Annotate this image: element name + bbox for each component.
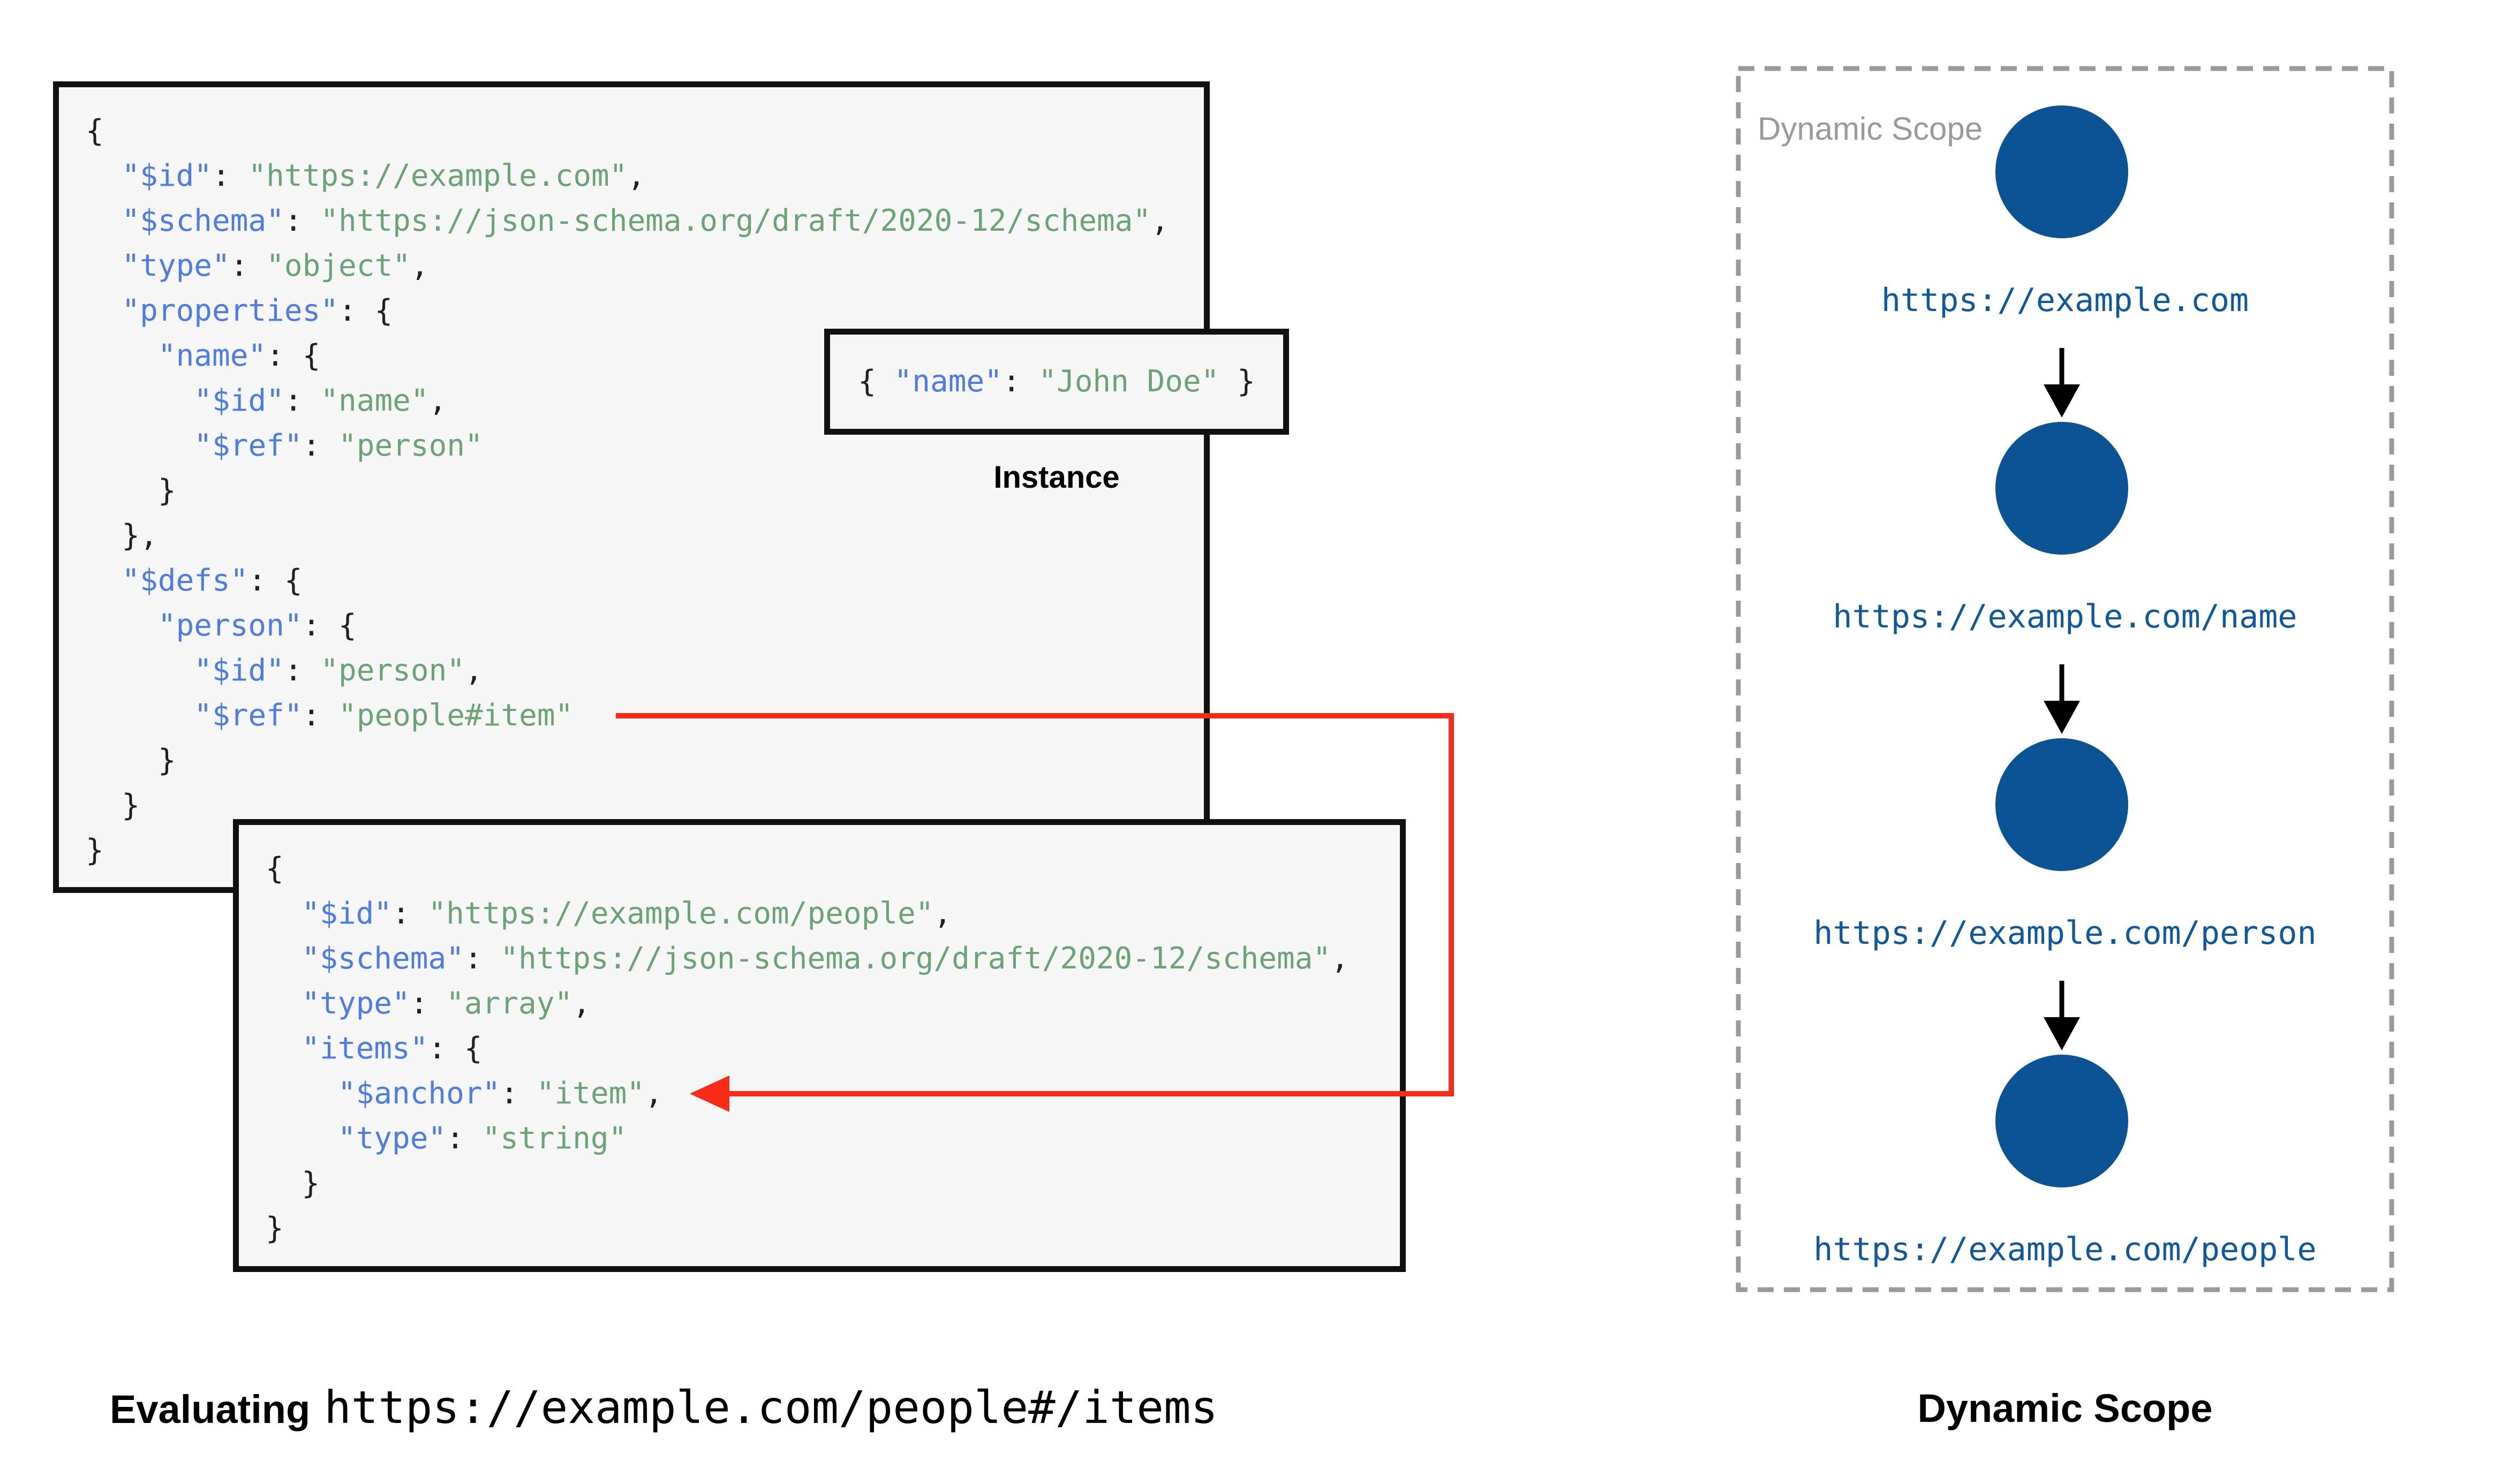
scope-flow-arrow-3-icon bbox=[2044, 1017, 2080, 1050]
people-schema-code: { "$id": "https://example.com/people", "… bbox=[266, 851, 1349, 1246]
scope-flow-arrow-2-icon bbox=[2044, 701, 2080, 734]
dynamic-scope-watermark: Dynamic Scope bbox=[1758, 111, 1983, 147]
dynamic-scope-caption: Dynamic Scope bbox=[1917, 1386, 2213, 1430]
scope-node-uri-3: https://example.com/person bbox=[1813, 914, 2317, 952]
instance-caption: Instance bbox=[993, 460, 1120, 495]
people-schema-box: { "$id": "https://example.com/people", "… bbox=[233, 819, 1406, 1272]
evaluating-caption-uri: https://example.com/people#/items bbox=[324, 1381, 1218, 1434]
scope-flow-arrow-1-icon bbox=[2044, 384, 2080, 418]
scope-node-uri-4: https://example.com/people bbox=[1813, 1231, 2317, 1268]
scope-node-circle-4 bbox=[1995, 1055, 2128, 1187]
instance-box: { "name": "John Doe" } bbox=[824, 329, 1289, 435]
instance-json: { "name": "John Doe" } bbox=[858, 364, 1255, 399]
scope-node-uri-2: https://example.com/name bbox=[1833, 598, 2297, 635]
evaluating-caption-prefix: Evaluating bbox=[110, 1387, 311, 1432]
scope-node-uri-1: https://example.com bbox=[1881, 282, 2249, 319]
evaluating-caption: Evaluating https://example.com/people#/i… bbox=[110, 1381, 1218, 1434]
scope-node-circle-1 bbox=[1995, 105, 2128, 238]
root-schema-code: { "$id": "https://example.com", "$schema… bbox=[86, 113, 1169, 868]
scope-node-circle-3 bbox=[1995, 738, 2128, 871]
scope-node-circle-2 bbox=[1995, 422, 2128, 555]
